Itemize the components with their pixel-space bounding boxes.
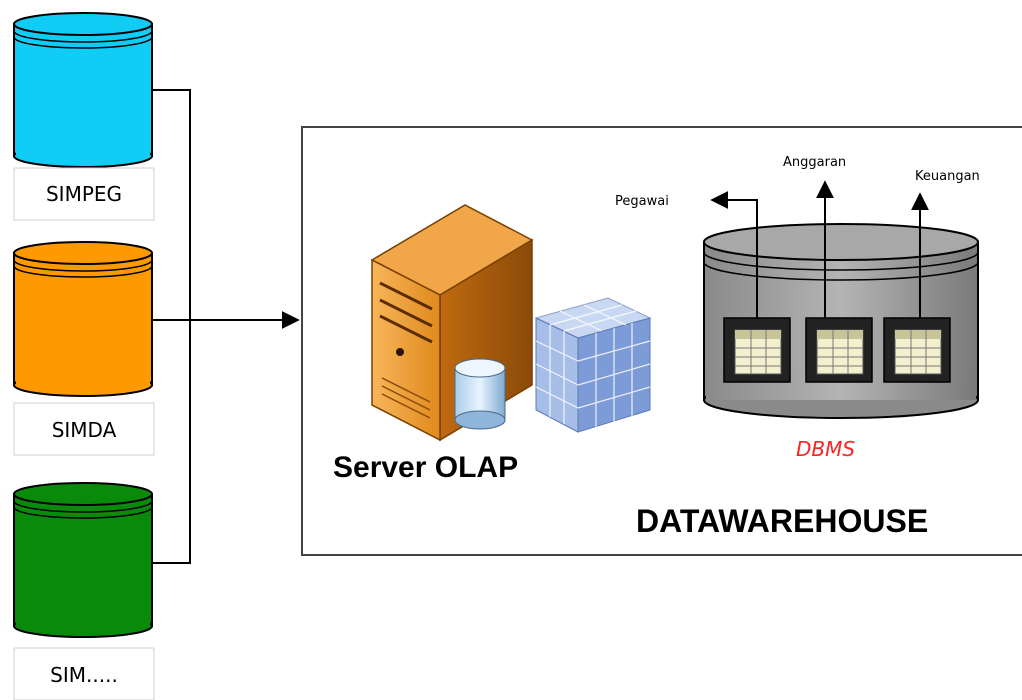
source-simpeg: SIMPEG (13, 12, 155, 221)
database-cylinder-icon (13, 482, 153, 638)
output-label-keuangan: Keuangan (915, 169, 980, 184)
source-simda: SIMDA (13, 241, 155, 456)
output-label-pegawai: Pegawai (615, 194, 669, 209)
data-table-icon (723, 317, 791, 383)
connector-lines (152, 89, 300, 564)
output-arrows (710, 180, 929, 318)
database-cylinder-icon (13, 12, 153, 168)
olap-cube-icon (534, 297, 652, 433)
datawarehouse-title: DATAWAREHOUSE (636, 503, 928, 539)
source-label: SIMDA (52, 418, 117, 442)
database-cylinder-icon (13, 241, 153, 397)
data-table-icon (883, 317, 951, 383)
source-sim-other: SIM..... (13, 482, 155, 700)
data-table-icon (805, 317, 873, 383)
server-olap-label: Server OLAP (333, 451, 518, 484)
source-label: SIMPEG (46, 182, 122, 206)
source-label: SIM..... (50, 663, 118, 687)
output-label-anggaran: Anggaran (783, 155, 846, 170)
database-small-icon (454, 358, 506, 430)
dbms-label: DBMS (796, 437, 855, 461)
